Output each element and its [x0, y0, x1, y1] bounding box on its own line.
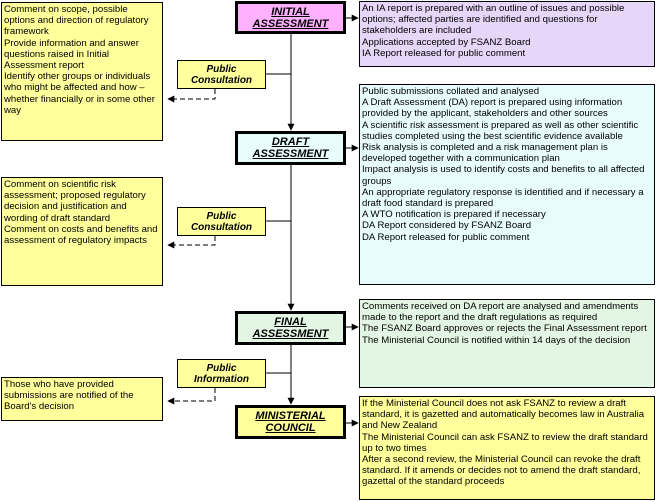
pi-label-line: Public	[206, 362, 237, 374]
detail-line: Risk analysis is completed and a risk ma…	[362, 142, 608, 165]
detail-line: An IA report is prepared with an outline…	[362, 3, 625, 37]
pc-label-line: Public	[206, 210, 237, 222]
details-initial-assessment: An IA report is prepared with an outline…	[359, 1, 655, 67]
stage-title-line: ASSESSMENT	[252, 17, 329, 30]
stage-final-assessment: FINAL ASSESSMENT	[235, 311, 346, 345]
detail-line: Public submissions collated and analysed	[362, 86, 540, 97]
detail-line: A WTO notification is prepared if necess…	[362, 209, 546, 221]
stakeholder-note-draft: Comment on scientific risk assessment; p…	[1, 177, 163, 286]
note-line: Identify other groups or individuals who…	[4, 71, 155, 116]
note-line: Provide information and answer questions…	[4, 37, 139, 72]
note-line: Those who have provided submissions are …	[4, 379, 134, 413]
detail-line: The Ministerial Council is notified with…	[362, 334, 631, 346]
detail-line: If the Ministerial Council does not ask …	[362, 398, 645, 432]
detail-line: The FSANZ Board approves or rejects the …	[362, 323, 647, 335]
dashed-arrow-consultation-1	[167, 89, 216, 103]
detail-line: An appropriate regulatory response is id…	[362, 186, 644, 210]
stage-title-line: ASSESSMENT	[252, 148, 329, 160]
details-draft-assessment: Public submissions collated and analysed…	[359, 84, 655, 285]
detail-line: Comments received on DA report are analy…	[362, 301, 639, 324]
detail-line: Applications accepted by FSANZ Board	[362, 36, 531, 48]
detail-line: IA Report released for public comment	[362, 47, 526, 59]
detail-line: After a second review, the Ministerial C…	[362, 454, 641, 488]
stage-title-line: FINAL	[274, 316, 307, 328]
public-consultation-2: Public Consultation	[177, 207, 266, 236]
detail-line: The Ministerial Council can ask FSANZ to…	[362, 431, 648, 454]
stage-title-line: DRAFT	[271, 136, 310, 148]
detail-line: Impact analysis is used to identify cost…	[362, 164, 645, 187]
stage-initial-assessment: INITIAL ASSESSMENT	[235, 1, 346, 34]
detail-line: DA Report released for public comment	[362, 231, 530, 243]
pi-label-line: Information	[194, 373, 249, 385]
stage-draft-assessment: DRAFT ASSESSMENT	[235, 131, 346, 165]
detail-line: A Draft Assessment (DA) report is prepar…	[362, 97, 623, 120]
pc-label-line: Consultation	[190, 74, 253, 86]
dashed-arrow-information	[167, 388, 216, 405]
note-line: Comment on scope, possible options and d…	[4, 4, 149, 38]
stage-title-line: INITIAL	[271, 5, 310, 18]
stage-title-line: COUNCIL	[265, 422, 316, 434]
stage-ministerial-council: MINISTERIAL COUNCIL	[235, 405, 346, 439]
details-final-assessment: Comments received on DA report are analy…	[359, 299, 655, 388]
stakeholder-note-initial: Comment on scope, possible options and d…	[1, 2, 163, 141]
stakeholder-note-final: Those who have provided submissions are …	[1, 377, 163, 421]
details-ministerial-council: If the Ministerial Council does not ask …	[359, 396, 655, 500]
detail-line: DA Report considered by FSANZ Board	[362, 220, 532, 232]
public-information: Public Information	[177, 359, 266, 388]
note-line: Comment on scientific risk assessment; p…	[4, 179, 146, 224]
public-consultation-1: Public Consultation	[177, 60, 266, 89]
detail-line: A scientific risk assessment is prepared…	[362, 119, 639, 142]
stage-title-line: MINISTERIAL	[255, 410, 326, 422]
dashed-arrow-consultation-2	[167, 236, 216, 249]
pc-label-line: Public	[206, 63, 237, 75]
pc-label-line: Consultation	[190, 221, 253, 233]
note-line: Comment on costs and benefits and assess…	[4, 223, 158, 247]
stage-title-line: ASSESSMENT	[252, 328, 329, 340]
